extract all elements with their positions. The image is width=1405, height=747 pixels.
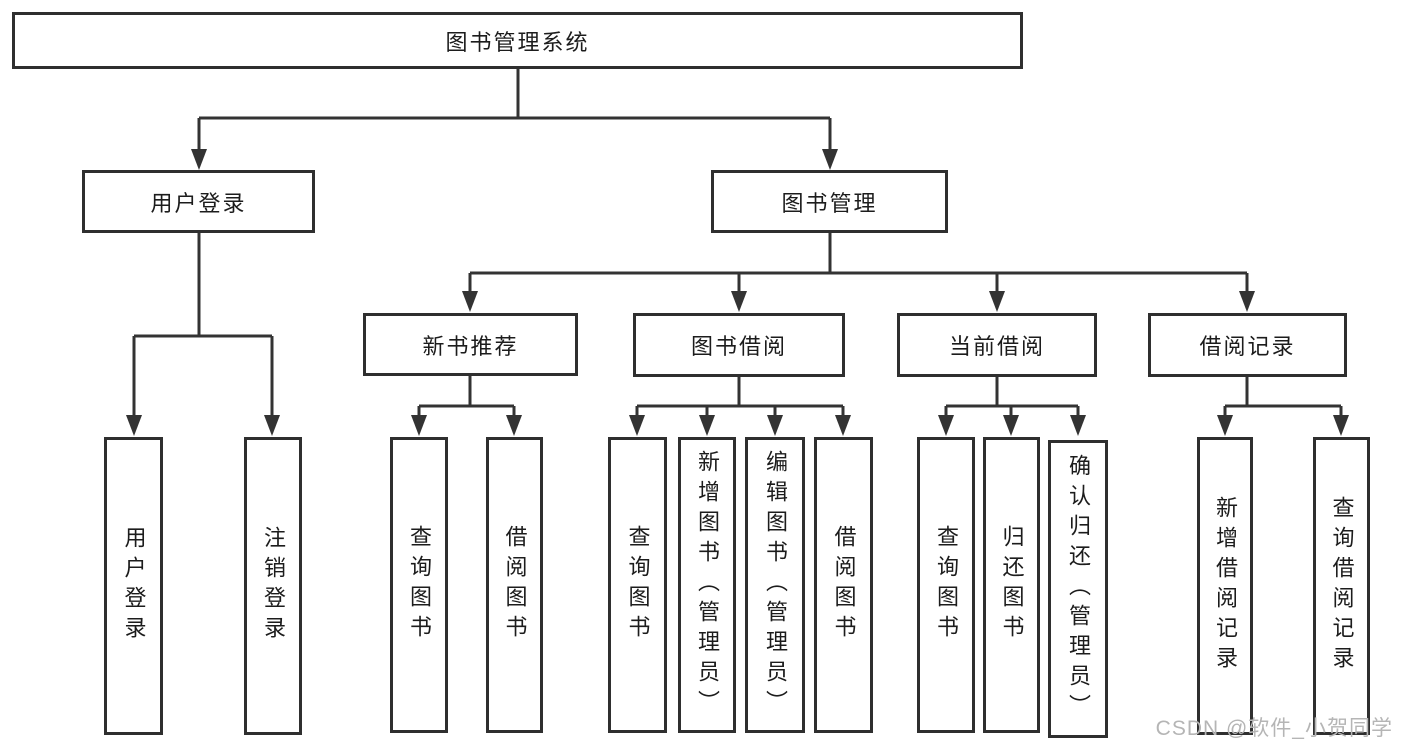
node-book-borrow: 图书借阅 bbox=[633, 313, 845, 377]
leaf-query-books-borrow: 查询图书 bbox=[608, 437, 667, 733]
node-label: 当前借阅 bbox=[948, 334, 1045, 359]
leaf-return-books: 归还图书 bbox=[983, 437, 1040, 733]
node-label: 用户登录 bbox=[150, 190, 247, 216]
node-current-borrow: 当前借阅 bbox=[897, 313, 1097, 377]
leaf-query-books-current: 查询图书 bbox=[917, 437, 975, 733]
node-label: 图书借阅 bbox=[690, 334, 787, 359]
node-label: 图书管理系统 bbox=[445, 29, 590, 55]
node-borrow-records: 借阅记录 bbox=[1148, 313, 1347, 377]
leaf-confirm-return-admin: 确认归还（管理员） bbox=[1048, 440, 1108, 738]
node-label: 注销登录 bbox=[261, 526, 286, 646]
node-book-management: 图书管理 bbox=[711, 170, 948, 233]
leaf-borrow-books-recommend: 借阅图书 bbox=[486, 437, 543, 733]
node-label: 编辑图书（管理员） bbox=[763, 450, 788, 720]
node-label: 借阅记录 bbox=[1199, 334, 1296, 359]
node-label: 归还图书 bbox=[999, 525, 1025, 645]
node-label: 查询图书 bbox=[625, 525, 651, 645]
node-label: 借阅图书 bbox=[831, 525, 857, 645]
node-label: 图书管理 bbox=[781, 190, 878, 216]
leaf-query-books-recommend: 查询图书 bbox=[390, 437, 448, 733]
leaf-user-login: 用户登录 bbox=[104, 437, 163, 735]
leaf-edit-book-admin: 编辑图书（管理员） bbox=[745, 437, 805, 733]
node-label: 查询借阅记录 bbox=[1329, 496, 1355, 676]
node-label: 新书推荐 bbox=[422, 333, 519, 359]
node-label: 新增借阅记录 bbox=[1213, 496, 1238, 676]
csdn-watermark: CSDN @软件_小贺同学 bbox=[1155, 717, 1393, 740]
leaf-add-book-admin: 新增图书（管理员） bbox=[678, 437, 736, 733]
node-new-book-recommend: 新书推荐 bbox=[363, 313, 578, 376]
leaf-borrow-books: 借阅图书 bbox=[814, 437, 873, 733]
node-label: 确认归还（管理员） bbox=[1066, 454, 1091, 724]
leaf-query-borrow-record: 查询借阅记录 bbox=[1313, 437, 1370, 735]
node-label: 新增图书（管理员） bbox=[695, 450, 720, 720]
node-library-system: 图书管理系统 bbox=[12, 12, 1023, 69]
leaf-add-borrow-record: 新增借阅记录 bbox=[1197, 437, 1253, 735]
node-label: 用户登录 bbox=[121, 526, 147, 646]
leaf-logout: 注销登录 bbox=[244, 437, 302, 735]
node-label: 查询图书 bbox=[934, 525, 959, 645]
node-label: 借阅图书 bbox=[502, 525, 528, 645]
node-label: 查询图书 bbox=[407, 525, 432, 645]
node-user-login: 用户登录 bbox=[82, 170, 315, 233]
